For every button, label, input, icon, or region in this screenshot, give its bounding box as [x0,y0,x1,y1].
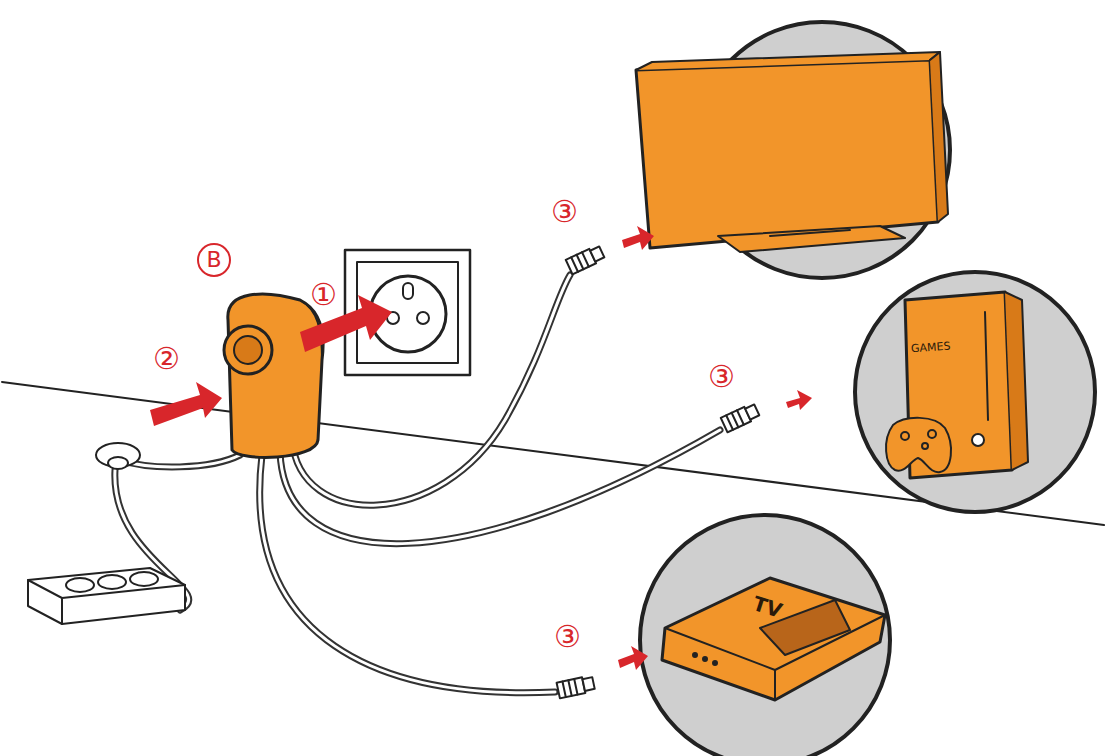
callout-number: ③ [554,622,581,652]
callout-number: ③ [551,197,578,227]
callout-number: ② [153,344,180,374]
part-letter: B [197,243,231,277]
callout-number: ③ [708,362,735,392]
device-text: GAMES [911,340,951,356]
callout-number: ① [310,280,337,310]
console-label: GAMES [910,339,952,357]
